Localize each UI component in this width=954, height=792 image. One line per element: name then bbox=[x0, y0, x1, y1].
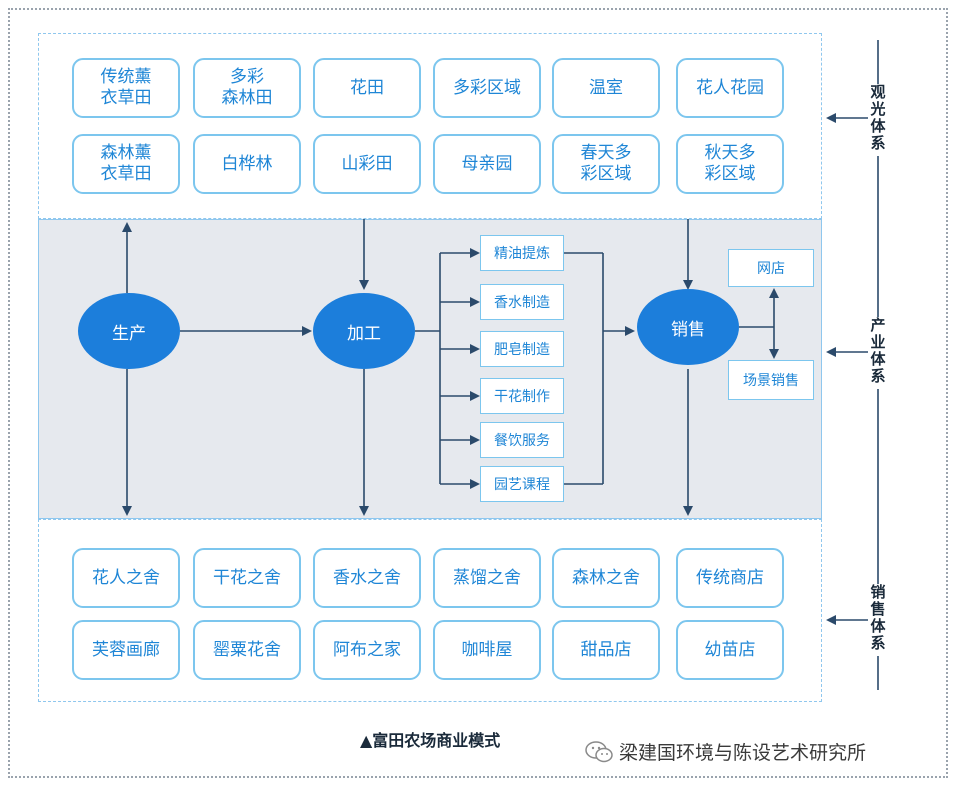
retail-box: 传统商店 bbox=[676, 548, 784, 608]
sight-box: 山彩田 bbox=[313, 134, 421, 194]
sight-box: 传统薰 衣草田 bbox=[72, 58, 180, 118]
onsite-sales-box: 场景销售 bbox=[728, 360, 814, 400]
industry-label: 产业体系 bbox=[868, 317, 888, 389]
watermark-text: 梁建国环境与陈设艺术研究所 bbox=[619, 742, 867, 764]
figure-caption: ▲富田农场商业模式 bbox=[360, 731, 501, 750]
sight-box: 森林薰 衣草田 bbox=[72, 134, 180, 194]
sight-box: 白桦林 bbox=[193, 134, 301, 194]
wechat-icon bbox=[585, 740, 613, 762]
retail-box: 森林之舍 bbox=[552, 548, 660, 608]
retail-box: 干花之舍 bbox=[193, 548, 301, 608]
process-item: 餐饮服务 bbox=[480, 422, 564, 458]
retail-panel bbox=[38, 519, 822, 702]
watermark: 梁建国环境与陈设艺术研究所 bbox=[585, 738, 866, 765]
retail-box: 罂粟花舍 bbox=[193, 620, 301, 680]
process-item: 肥皂制造 bbox=[480, 331, 564, 367]
online-store-box: 网店 bbox=[728, 249, 814, 287]
sightseeing-label: 观光体系 bbox=[868, 84, 888, 156]
retail-box: 咖啡屋 bbox=[433, 620, 541, 680]
retail-box: 幼苗店 bbox=[676, 620, 784, 680]
produce-node: 生产 bbox=[78, 293, 180, 369]
sales-node: 销售 bbox=[637, 289, 739, 365]
process-item: 精油提炼 bbox=[480, 235, 564, 271]
sight-box: 温室 bbox=[552, 58, 660, 118]
sight-box: 春天多 彩区域 bbox=[552, 134, 660, 194]
process-item: 香水制造 bbox=[480, 284, 564, 320]
industry-panel bbox=[38, 219, 822, 519]
retail-box: 甜品店 bbox=[552, 620, 660, 680]
process-item: 干花制作 bbox=[480, 378, 564, 414]
retail-box: 蒸馏之舍 bbox=[433, 548, 541, 608]
retail-label: 销售体系 bbox=[868, 584, 888, 656]
sight-box: 母亲园 bbox=[433, 134, 541, 194]
retail-box: 阿布之家 bbox=[313, 620, 421, 680]
retail-box: 香水之舍 bbox=[313, 548, 421, 608]
sight-box: 秋天多 彩区域 bbox=[676, 134, 784, 194]
sight-box: 多彩 森林田 bbox=[193, 58, 301, 118]
retail-box: 花人之舍 bbox=[72, 548, 180, 608]
sightseeing-panel bbox=[38, 33, 822, 219]
process-node: 加工 bbox=[313, 293, 415, 369]
process-item: 园艺课程 bbox=[480, 466, 564, 502]
outer-frame bbox=[8, 8, 948, 778]
sight-box: 花田 bbox=[313, 58, 421, 118]
retail-box: 芙蓉画廊 bbox=[72, 620, 180, 680]
sight-box: 多彩区域 bbox=[433, 58, 541, 118]
sight-box: 花人花园 bbox=[676, 58, 784, 118]
